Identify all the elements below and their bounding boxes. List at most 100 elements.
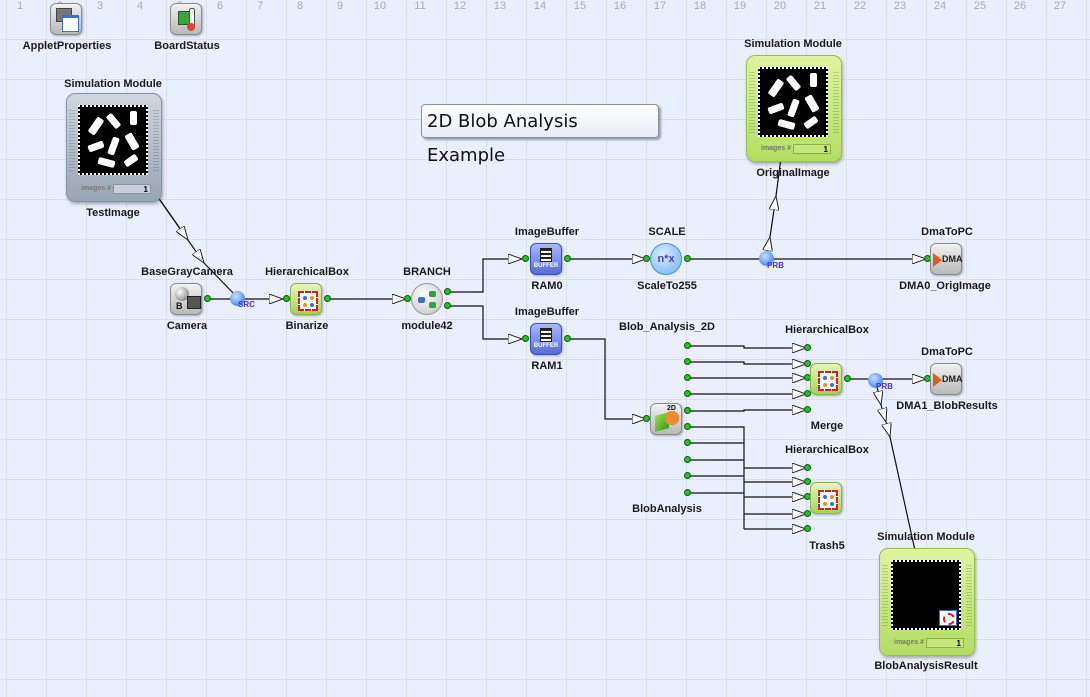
branch-node[interactable] xyxy=(411,283,443,315)
originalimage-images-count[interactable]: 1 xyxy=(793,144,831,154)
blob-output-port[interactable] xyxy=(684,390,691,397)
ram0-input-port[interactable] xyxy=(522,255,529,262)
binarize-type-label: HierarchicalBox xyxy=(265,266,349,278)
trash-input-port[interactable] xyxy=(804,525,811,532)
scale-name-label: ScaleTo255 xyxy=(637,280,697,292)
originalimage-name-label: OriginalImage xyxy=(756,167,830,179)
ram1-type-label: ImageBuffer xyxy=(514,306,580,318)
board-status-icon[interactable] xyxy=(170,3,202,35)
column-number: 20 xyxy=(773,0,787,12)
merge-type-label: HierarchicalBox xyxy=(785,324,869,336)
hierarchical-box-icon xyxy=(818,490,838,510)
column-number: 14 xyxy=(533,0,547,12)
diagram-title-note[interactable]: 2D Blob Analysis Example xyxy=(421,104,659,166)
dma1-node[interactable]: DMA xyxy=(930,363,963,395)
src-probe-icon[interactable] xyxy=(230,291,245,306)
trash-type-label: HierarchicalBox xyxy=(785,444,869,456)
hierarchical-box-icon xyxy=(298,291,318,311)
merge-output-port[interactable] xyxy=(844,375,851,382)
camera-output-port[interactable] xyxy=(204,295,211,302)
ram0-output-port[interactable] xyxy=(564,255,571,262)
merge-input-port[interactable] xyxy=(804,344,811,351)
trash-input-port[interactable] xyxy=(804,464,811,471)
ram1-input-port[interactable] xyxy=(522,335,529,342)
column-number: 12 xyxy=(453,0,467,12)
branch-name-label: module42 xyxy=(401,320,453,332)
blobresult-name-label: BlobAnalysisResult xyxy=(874,660,978,672)
blob-output-port[interactable] xyxy=(684,472,691,479)
originalimage-simulation-module[interactable]: images # 1 xyxy=(746,55,842,162)
blob-type-label: Blob_Analysis_2D xyxy=(619,321,715,333)
binarize-node[interactable] xyxy=(290,283,322,315)
dma0-node[interactable]: DMA xyxy=(930,243,963,275)
branch-output-port-1[interactable] xyxy=(444,288,451,295)
link-ram1-blob xyxy=(567,338,646,419)
dma1-type-label: DmaToPC xyxy=(921,346,973,358)
camera-node[interactable]: B xyxy=(170,283,202,315)
ram1-node[interactable]: BUFFER xyxy=(530,323,562,355)
testimage-simulation-module[interactable]: images # 1 xyxy=(66,93,162,202)
blob-input-port[interactable] xyxy=(643,415,650,422)
scale-output-port[interactable] xyxy=(684,255,691,262)
merge-input-port[interactable] xyxy=(804,390,811,397)
column-number: 17 xyxy=(653,0,667,12)
column-number: 25 xyxy=(973,0,987,12)
blob-output-port[interactable] xyxy=(684,439,691,446)
dma0-type-label: DmaToPC xyxy=(921,226,973,238)
column-number: 4 xyxy=(136,0,144,12)
merge-name-label: Merge xyxy=(810,420,844,432)
ram1-output-port[interactable] xyxy=(564,335,571,342)
prb-probe-2-icon[interactable] xyxy=(868,373,883,388)
blobresult-images-count[interactable]: 1 xyxy=(926,638,964,648)
link-branch-ram0 xyxy=(447,259,522,293)
prb-probe-icon[interactable] xyxy=(759,251,774,266)
branch-input-port[interactable] xyxy=(404,295,411,302)
prb-probe-2-label: PRB xyxy=(876,382,893,391)
branch-output-port-2[interactable] xyxy=(444,302,451,309)
binarize-output-port[interactable] xyxy=(324,295,331,302)
merge-node[interactable] xyxy=(810,363,842,395)
ram0-node[interactable]: BUFFER xyxy=(530,243,562,275)
applet-properties-icon[interactable] xyxy=(50,3,82,35)
trash-input-port[interactable] xyxy=(804,510,811,517)
trash-input-port[interactable] xyxy=(804,478,811,485)
blobresult-simulation-module[interactable]: images # 1 xyxy=(879,548,975,656)
blob-output-port[interactable] xyxy=(684,358,691,365)
blob-output-port[interactable] xyxy=(684,456,691,463)
testimage-name-label: TestImage xyxy=(86,207,140,219)
blobresult-type-label: Simulation Module xyxy=(877,531,975,543)
scale-node[interactable]: n*x xyxy=(650,243,682,275)
testimage-preview xyxy=(78,105,148,175)
result-overlay-icon xyxy=(939,610,957,626)
trash-name-label: Trash5 xyxy=(809,540,845,552)
merge-input-port[interactable] xyxy=(804,406,811,413)
column-number: 21 xyxy=(813,0,827,12)
column-number: 7 xyxy=(256,0,264,12)
film-icon xyxy=(540,248,552,262)
column-number: 3 xyxy=(96,0,104,12)
blob-output-port[interactable] xyxy=(684,423,691,430)
trash-node[interactable] xyxy=(810,482,842,514)
column-number: 10 xyxy=(373,0,387,12)
hierarchical-box-icon xyxy=(818,371,838,391)
blob-output-port[interactable] xyxy=(684,407,691,414)
column-number: 9 xyxy=(336,0,344,12)
merge-input-port[interactable] xyxy=(804,360,811,367)
blob-output-port[interactable] xyxy=(684,374,691,381)
blob-name-label: BlobAnalysis xyxy=(632,503,702,515)
blob-output-port[interactable] xyxy=(684,342,691,349)
testimage-images-count[interactable]: 1 xyxy=(113,184,151,194)
column-number: 1 xyxy=(16,0,24,12)
blob-output-port[interactable] xyxy=(684,489,691,496)
column-number: 24 xyxy=(933,0,947,12)
originalimage-preview xyxy=(758,67,828,137)
dma-arrow-icon xyxy=(933,373,942,387)
column-number: 11 xyxy=(414,0,426,12)
camera-name-label: Camera xyxy=(166,320,208,332)
binarize-input-port[interactable] xyxy=(283,295,290,302)
blob-analysis-node[interactable]: 2D xyxy=(650,403,682,435)
scale-input-port[interactable] xyxy=(643,255,650,262)
column-number: 15 xyxy=(573,0,587,12)
ram1-name-label: RAM1 xyxy=(531,360,563,372)
